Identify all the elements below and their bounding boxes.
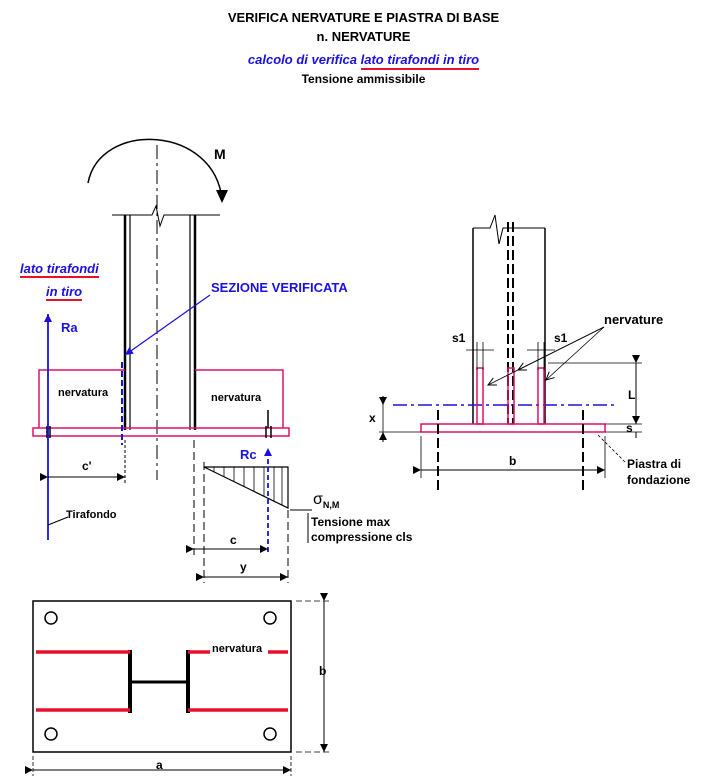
plan-dim-b-label: b <box>319 664 327 678</box>
dim-b-label: b <box>509 454 517 468</box>
dim-y-label: y <box>240 560 247 574</box>
moment-label: M <box>214 146 226 162</box>
anchor-hole-bottom-left <box>44 727 58 741</box>
plate-leader <box>596 433 626 463</box>
rib-3 <box>537 367 545 425</box>
plan-rib-label: nervatura <box>212 643 263 655</box>
moment-arc <box>87 138 223 201</box>
force-rc-label: Rc <box>240 447 257 462</box>
rib-left-outline <box>38 369 125 428</box>
calc-side: lato tirafondi in tiro <box>360 52 480 70</box>
dim-c-prime-label: c' <box>82 459 92 473</box>
anchor-leader <box>47 516 69 526</box>
stress-note-line1: Tensione max <box>311 515 391 529</box>
ribs-leader-3 <box>546 326 605 380</box>
anchor-hole-bottom-right <box>263 727 277 741</box>
anchor-label: Tirafondo <box>66 509 117 521</box>
stress-triangle <box>203 466 289 509</box>
dim-c-label: c <box>230 533 237 547</box>
ribs-leader-2 <box>518 326 605 370</box>
column-break-line-right <box>473 214 545 245</box>
rib-right-label: nervatura <box>211 392 262 404</box>
dim-s-label: s <box>626 421 633 435</box>
stress-sigma-subscript: N,M <box>322 500 340 511</box>
moment-arrowhead <box>216 190 228 203</box>
stress-hatching <box>213 467 283 505</box>
stress-note-line2: compressione cls <box>311 530 413 544</box>
column-break-line <box>112 204 220 228</box>
section-pointer-arrow <box>124 294 211 356</box>
stress-sigma-symbol: σ <box>313 491 323 508</box>
calc-prefix: calcolo di verifica <box>247 52 358 67</box>
diagram-title: VERIFICA NERVATURE E PIASTRA DI BASE <box>227 10 500 25</box>
rib-left-label: nervatura <box>58 387 109 399</box>
anchor-hole-top-right <box>263 611 277 625</box>
base-plate-right <box>420 423 606 433</box>
right-elevation <box>379 214 642 492</box>
left-elevation <box>32 138 312 583</box>
force-ra-label: Ra <box>61 320 78 335</box>
tension-side-label-1: lato tirafondi <box>20 261 99 278</box>
verified-section-label: SEZIONE VERIFICATA <box>211 280 348 295</box>
stress-sigma: σN,M <box>313 491 339 510</box>
calc-description: calcolo di verifica lato tirafondi in ti… <box>0 52 727 70</box>
plan-view <box>25 593 332 776</box>
plate-label-line2: fondazione <box>627 473 691 487</box>
stress-method: Tensione ammissibile <box>301 72 426 86</box>
anchor-hole-top-left <box>44 611 58 625</box>
rib-1 <box>476 367 484 425</box>
dim-x-label: x <box>369 411 376 425</box>
rib-right-outline <box>195 369 284 428</box>
diagram-subtitle: n. NERVATURE <box>316 29 411 44</box>
s1-right-label: s1 <box>554 331 568 345</box>
dim-L-label: L <box>628 388 636 402</box>
tension-side-label-2: in tiro <box>46 284 83 301</box>
plan-plate-outline <box>32 600 292 753</box>
ribs-label: nervature <box>604 312 664 327</box>
plan-dim-a-label: a <box>156 758 163 772</box>
s1-left-label: s1 <box>452 331 466 345</box>
base-plate <box>32 427 290 437</box>
plate-label-line1: Piastra di <box>627 457 682 471</box>
